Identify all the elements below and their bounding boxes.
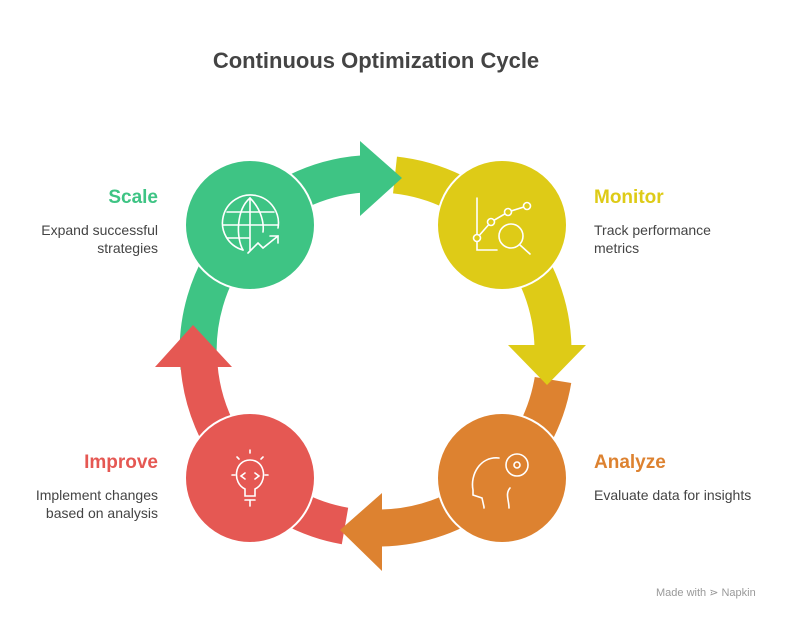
step-title: Scale [108, 187, 158, 208]
arrowhead-monitor [508, 345, 586, 385]
step-title: Monitor [594, 187, 664, 208]
napkin-credit[interactable]: Made with ⋗ Napkin [656, 587, 756, 599]
step-title: Analyze [594, 452, 666, 473]
lightbulb-code-icon [231, 449, 269, 507]
analyze-circle [436, 412, 568, 544]
step-analyze: Analyze Evaluate data for insights [594, 452, 789, 504]
arrowhead-scale [360, 141, 402, 216]
arrowhead-analyze [340, 493, 382, 571]
globe-growth-icon [221, 194, 280, 254]
step-title: Improve [84, 452, 158, 473]
step-desc: Evaluate data for insights [594, 487, 752, 503]
improve-circle [184, 412, 316, 544]
head-gear-icon [471, 453, 529, 509]
arrowhead-improve [155, 325, 232, 367]
page-title: Continuous Optimization Cycle [212, 48, 540, 73]
chart-magnifier-icon [472, 197, 532, 255]
monitor-circle [436, 159, 568, 291]
